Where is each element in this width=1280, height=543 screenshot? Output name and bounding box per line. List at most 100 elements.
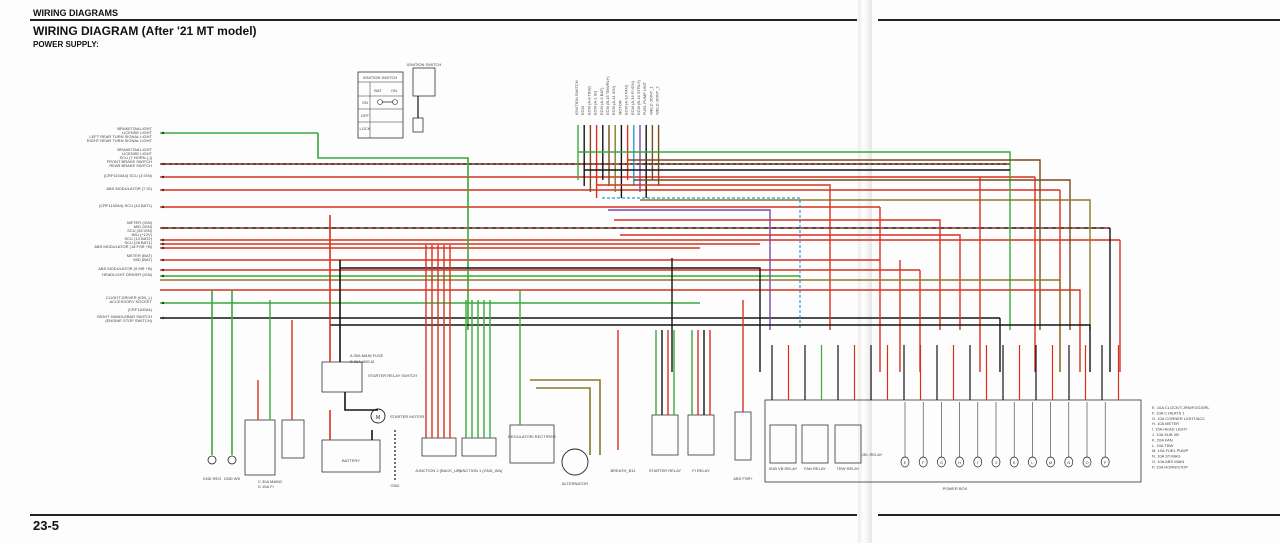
fuse-table-row: N. 10A ST-MAG — [1152, 454, 1180, 459]
connector-pin — [161, 268, 165, 272]
power-box-fuse-letter: G — [940, 460, 943, 465]
main-fuse-row: B 30A ABS-M — [350, 359, 374, 364]
connector-pin — [161, 258, 165, 262]
ignition-row: ON — [362, 100, 368, 105]
left-label: (CRF1100A4) SCU (43 BAT1) — [99, 203, 153, 208]
power-box-fuse-letter: M — [1049, 460, 1052, 465]
top-label: ECM (A-1 IG) — [593, 90, 598, 115]
top-label: ECM (A-16 FI IGN) — [630, 80, 635, 115]
left-label: METER (IGN) — [127, 220, 153, 225]
ignition-col-bat: BAT — [374, 88, 382, 93]
power-box-fuse-letter: L — [1031, 460, 1034, 465]
connector-pin — [161, 205, 165, 209]
left-label: (ENGINE STOP SWITCH) — [105, 318, 152, 323]
power-box-fuse-letter: N — [1067, 460, 1070, 465]
starter-motor-label: STARTER MOTOR — [390, 414, 424, 419]
junction2-label: JUNCTION 2 (BACK_UP) — [415, 468, 462, 473]
connector-pin — [161, 301, 165, 305]
fuse-table-row: M. 10A FUEL PUMP — [1152, 448, 1189, 453]
jel-relay-text: JEL RELAY — [862, 452, 883, 457]
fuse-table-row: P. 10A HORN/STOP — [1152, 464, 1188, 469]
fuse-table-row: G. 10A CORNER LIGHT/ACC — [1152, 416, 1205, 421]
battery-label: BATTERY — [342, 458, 360, 463]
header-rule — [30, 19, 857, 21]
top-label: ECM (A-3 BAT) — [599, 87, 604, 115]
wire-olive-alt — [530, 379, 601, 455]
left-label: SCU (13 BAT2) — [125, 236, 153, 241]
left-label: MID (BAT) — [133, 257, 152, 262]
top-label: IGNITION SWITCH — [574, 80, 579, 115]
left-label: RIGHT HANDLEBAR SWITCH — [97, 314, 152, 319]
fan-relay-text: FAN RELAY — [804, 466, 826, 471]
wire-red-top2 — [614, 219, 941, 330]
left-label: ABS MODULATOR (9 MR +B) — [98, 266, 152, 271]
connector-pin — [161, 242, 165, 246]
abs-fsr-label: ABS FSR+ — [733, 476, 753, 481]
fuse-table-row: K. 20A FAN — [1152, 437, 1173, 442]
left-label: FRONT BRAKE SWITCH — [107, 159, 152, 164]
regulator-label: REGULATOR/ RECTIFIER — [508, 434, 556, 439]
power-box-fuse-letter: F — [922, 460, 925, 465]
fan-relay — [801, 424, 829, 464]
alternator-label: ALTERNATOR — [562, 481, 588, 486]
ignition-connector — [412, 117, 424, 133]
top-label: ECM — [580, 106, 585, 115]
fuse-table-row: F. 10A C HEATS 1 — [1152, 410, 1185, 415]
starter-motor-icon — [370, 408, 386, 424]
starter-relay-text: STARTER RELAY — [649, 468, 682, 473]
power-box-fuse-letter: E — [904, 460, 907, 465]
left-label: HEADLIGHT DRIVER (IGN) — [102, 272, 153, 277]
left-label: (CRF1100A4) SCU (3 IGN) — [104, 173, 153, 178]
starter-relay-box — [651, 414, 679, 456]
wire-olive-top — [640, 199, 1091, 330]
wire-black-starter — [344, 392, 378, 411]
wire-green-down — [317, 133, 469, 330]
ignition-col-on: ON — [391, 88, 397, 93]
left-label: ABS MODULATOR (18 FSR +B) — [94, 244, 152, 249]
fi-relay-text: FI RELAY — [692, 468, 710, 473]
left-label: LICENSE LIGHT — [122, 130, 153, 135]
section-header: WIRING DIAGRAMS — [33, 8, 118, 18]
gnd-label: GND — [391, 483, 400, 488]
ground-terminal-icon — [227, 455, 237, 465]
connector-pin — [161, 188, 165, 192]
wire-brown-top2 — [634, 179, 1071, 330]
ignition-row: OFF — [361, 113, 370, 118]
wire-olive-long — [160, 279, 1061, 372]
power-box-fuse-letter: H — [958, 460, 961, 465]
wire-olive-alt2 — [536, 387, 591, 455]
ground-terminal-icon — [207, 455, 217, 465]
fuse-table-row: E. 10A CLOCK/T.JRN/FOG/DRL — [1152, 405, 1210, 410]
top-label: ECM (A-13 FAN) — [624, 84, 629, 115]
fuse-c-row: C 30A MAIN2 — [258, 479, 283, 484]
connector-pin — [161, 246, 165, 250]
sub-vb-text: SUB VB RELAY — [769, 466, 798, 471]
main-fuse-block — [321, 361, 363, 393]
ignition-switch-table — [357, 71, 404, 139]
connector-pin — [161, 316, 165, 320]
left-label: BRAKE/TAILLIGHT — [117, 147, 152, 152]
page-fold — [858, 0, 872, 543]
junction1-connector — [461, 437, 497, 457]
left-label: REAR BRAKE SWITCH — [109, 163, 152, 168]
starter-motor-symbol: M — [376, 415, 380, 421]
ignition-title: IGNITION SWITCH — [363, 75, 398, 80]
power-box-fuse-letter: I — [977, 460, 978, 465]
ignition-row: LOCK — [360, 126, 371, 131]
wire-black-relay — [340, 267, 761, 372]
connector-pin — [161, 175, 165, 179]
fuse-table-row: L. 10A TBW — [1152, 443, 1173, 448]
left-label: METER (BAT) — [127, 253, 153, 258]
left-label: SCU (28 BAT1) — [125, 240, 153, 245]
fuse-table-row: I. 15A HEAD LIGHT — [1152, 427, 1188, 432]
gnd-terminal-label: GND REG — [203, 476, 222, 481]
top-label: ECM (B-16 STRLY) — [636, 80, 641, 115]
power-box-fuse-letter: P — [1104, 460, 1107, 465]
wire-blue-top — [602, 197, 801, 330]
header-rule-right — [878, 19, 1280, 21]
top-label: MOTOR — [617, 100, 622, 115]
footer-rule-right — [878, 514, 1280, 516]
left-label: SCU (26 IGN) — [127, 228, 153, 233]
fuse-table-row: H. 10A METER — [1152, 421, 1179, 426]
page-number: 23-5 — [33, 518, 60, 533]
